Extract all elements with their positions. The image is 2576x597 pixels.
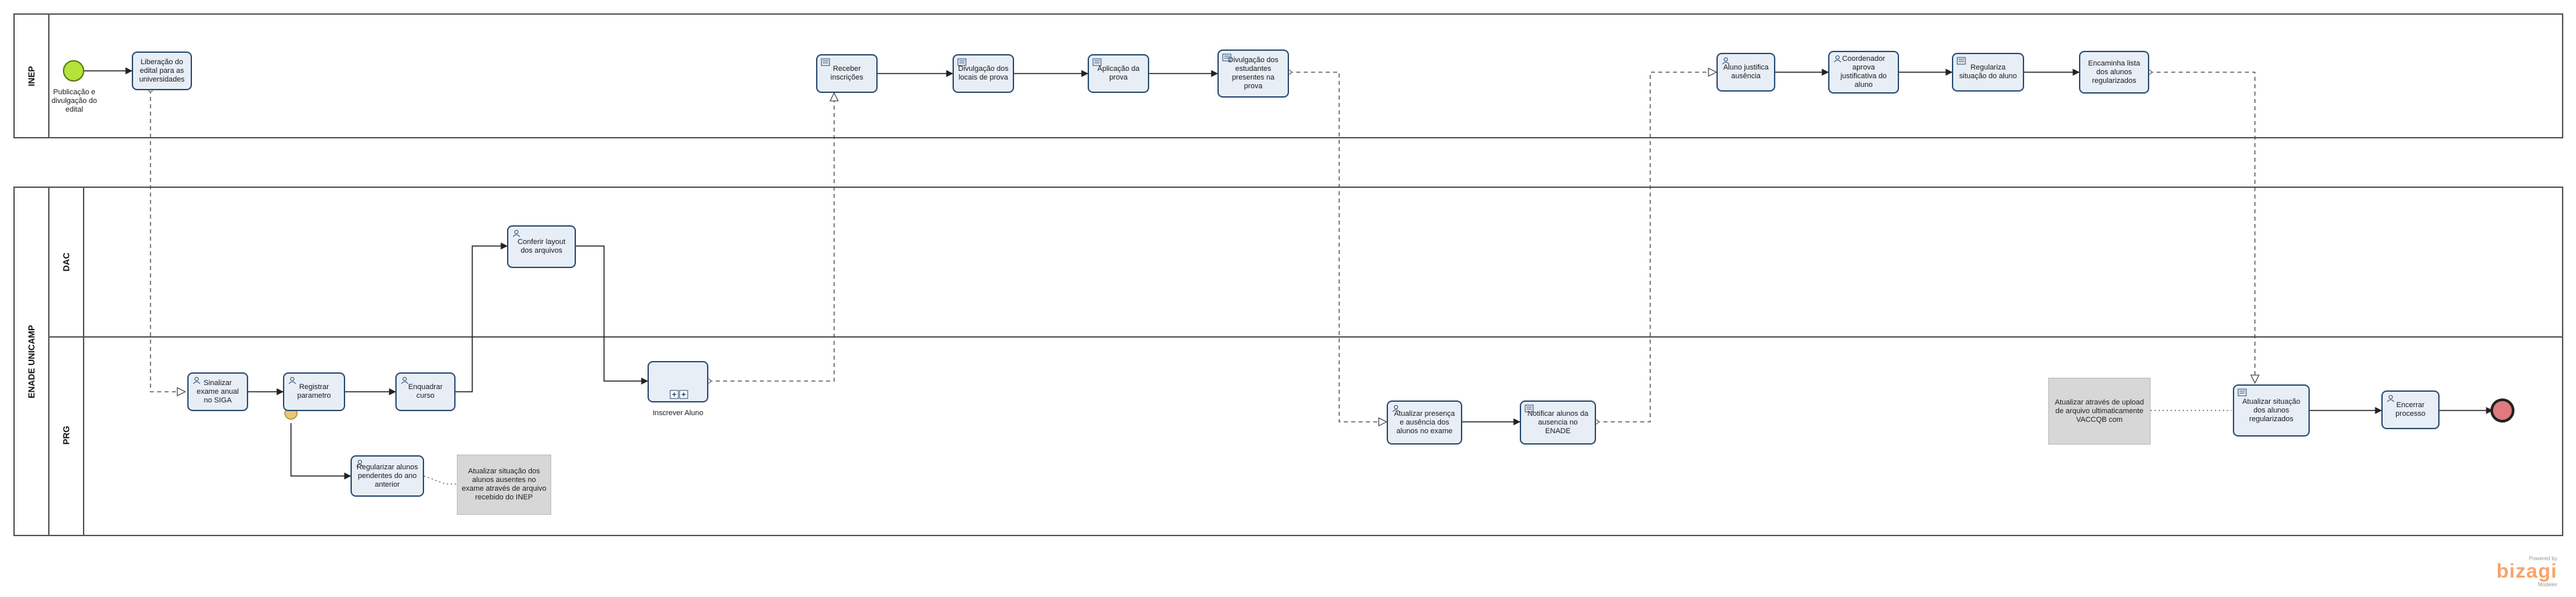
bizagi-logo: Powered by bizagi Modeler [2496, 556, 2557, 588]
subprocess-inscrever-aluno[interactable] [648, 361, 708, 402]
logo-powered-text: Powered by [2529, 556, 2557, 562]
task-sinalizar-exame[interactable]: Sinalizar exame anual no SIGA [187, 372, 248, 411]
task-divulgacao-presentes[interactable]: Divulgação dos estudantes presentes na p… [1217, 49, 1289, 98]
task-atualizar-situacao[interactable]: Atualizar situação dos alunos regulariza… [2233, 384, 2310, 437]
task-enquadrar-curso[interactable]: Enquadrar curso [395, 372, 456, 411]
annotation-upload: Atualizar através de upload de arquivo u… [2048, 378, 2151, 445]
task-coordenador-aprova-label: Coordenador aprova justificativa do alun… [1840, 55, 1887, 89]
task-registrar-parametro[interactable]: Registrar parametro [283, 372, 345, 411]
user-task-icon [2387, 394, 2395, 402]
service-task-icon [1524, 404, 1534, 412]
task-encerrar-processo-label: Encerrar processo [2395, 401, 2425, 418]
task-notificar-alunos-label: Notificar alunos da ausencia no ENADE [1527, 409, 1589, 435]
end-event [2490, 398, 2514, 423]
user-task-icon [512, 229, 520, 237]
user-task-icon [356, 459, 364, 467]
msg-notificar-justifica [1596, 72, 1716, 422]
task-sinalizar-exame-label: Sinalizar exame anual no SIGA [197, 378, 239, 404]
user-task-icon [401, 376, 409, 384]
service-task-icon [1222, 53, 1231, 62]
task-notificar-alunos[interactable]: Notificar alunos da ausencia no ENADE [1520, 400, 1596, 445]
task-receber-inscricoes[interactable]: Receber inscrições [816, 54, 878, 93]
task-enquadrar-curso-label: Enquadrar curso [408, 383, 443, 400]
task-registrar-parametro-label: Registrar parametro [297, 383, 331, 400]
pool-enade-header: ENADE UNICAMP [15, 188, 49, 535]
pool-inep-header: INEP [15, 15, 49, 137]
user-task-icon [1392, 404, 1400, 412]
task-atualizar-presenca[interactable]: Atualizar presença e ausência dos alunos… [1387, 400, 1462, 445]
flow-registrar-pendentes [290, 423, 352, 480]
user-task-icon [193, 376, 201, 384]
task-aplicacao-prova-label: Aplicação da prova [1097, 65, 1140, 82]
task-regulariza-situacao-label: Regulariza situação do aluno [1959, 64, 2017, 80]
task-regulariza-situacao[interactable]: Regulariza situação do aluno [1952, 53, 2024, 92]
user-task-icon [288, 376, 296, 384]
start-event-label: Publicação e divulgação do edital [52, 88, 97, 114]
task-divulgacao-locais[interactable]: Divulgação dos locais de prova [953, 54, 1014, 93]
task-regularizar-pendentes[interactable]: Regularizar alunos pendentes do ano ante… [351, 455, 424, 497]
task-liberacao-edital[interactable]: Liberação do edital para as universidade… [132, 51, 192, 90]
task-encerrar-processo[interactable]: Encerrar processo [2381, 390, 2440, 429]
subprocess-inscrever-aluno-label: Inscrever Aluno [652, 409, 704, 417]
task-liberacao-edital-label: Liberação do edital para as universidade… [139, 57, 185, 84]
task-divulgacao-locais-label: Divulgação dos locais de prova [958, 65, 1009, 82]
service-task-icon [1957, 57, 1966, 65]
service-task-icon [821, 58, 830, 66]
msg-liberacao-sinalizar [151, 90, 185, 392]
task-coordenador-aprova[interactable]: Coordenador aprova justificativa do alun… [1828, 51, 1899, 94]
task-aplicacao-prova[interactable]: Aplicação da prova [1088, 54, 1149, 93]
task-divulgacao-presentes-label: Divulgação dos estudantes presentes na p… [1227, 56, 1279, 90]
task-atualizar-presenca-label: Atualizar presença e ausência dos alunos… [1393, 409, 1456, 435]
flow-enquadrar-conferir [456, 242, 508, 392]
lane-prg-header: PRG [49, 336, 84, 535]
task-encaminha-lista[interactable]: Encaminha lista dos alunos regularizados [2079, 51, 2149, 94]
task-regularizar-pendentes-label: Regularizar alunos pendentes do ano ante… [357, 463, 418, 489]
start-event [63, 60, 84, 82]
annotation-ausentes: Atualizar situação dos alunos ausentes n… [457, 455, 551, 515]
assoc-pendentes-annotation [423, 475, 458, 485]
task-aluno-justifica-label: Aluno justifica ausência [1723, 64, 1769, 80]
task-atualizar-situacao-label: Atualizar situação dos alunos regulariza… [2242, 397, 2300, 423]
service-task-icon [2238, 388, 2247, 396]
flow-conferir-inscrever [576, 245, 649, 385]
task-aluno-justifica[interactable]: Aluno justifica ausência [1716, 53, 1775, 92]
subprocess-expand-icon [670, 390, 688, 399]
logo-sub-text: Modeler [2538, 582, 2557, 588]
msg-presentes-presenca [1289, 72, 1387, 422]
task-receber-inscricoes-label: Receber inscrições [830, 65, 864, 82]
task-conferir-layout-label: Conferir layout dos arquivos [517, 238, 566, 255]
lane-dac-header: DAC [49, 188, 84, 336]
msg-inscrever-receber [708, 93, 834, 381]
task-conferir-layout[interactable]: Conferir layout dos arquivos [507, 225, 576, 268]
service-task-icon [957, 58, 967, 66]
msg-encaminha-situacao [2149, 72, 2255, 383]
task-encaminha-lista-label: Encaminha lista dos alunos regularizados [2088, 59, 2141, 85]
user-task-icon [1722, 57, 1730, 65]
logo-brand-text: bizagi [2496, 560, 2557, 582]
user-task-icon [1834, 55, 1842, 63]
service-task-icon [1092, 58, 1102, 66]
